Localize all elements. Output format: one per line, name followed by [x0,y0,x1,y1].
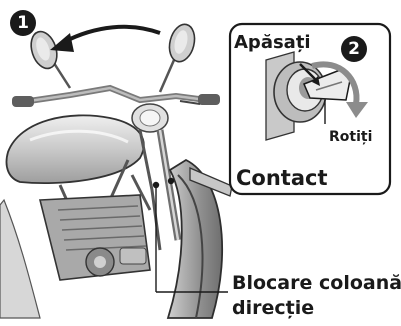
step-1-badge: 1 [10,10,36,36]
contact-label: Contact [236,166,328,190]
headlight [132,104,168,132]
rotate-label: Rotiți [329,129,372,145]
press-label: Apăsați [234,32,311,53]
steering-lock-label-line2: direcție [232,297,314,319]
steering-lock-label-line1: Blocare coloană [232,272,401,294]
engine [40,195,150,280]
handlebars [12,88,220,107]
lower-body [0,200,40,318]
turn-handlebar-arrow [64,27,160,42]
left-mirror [27,28,70,88]
step-2-badge: 2 [341,36,367,62]
right-mirror [160,22,198,92]
